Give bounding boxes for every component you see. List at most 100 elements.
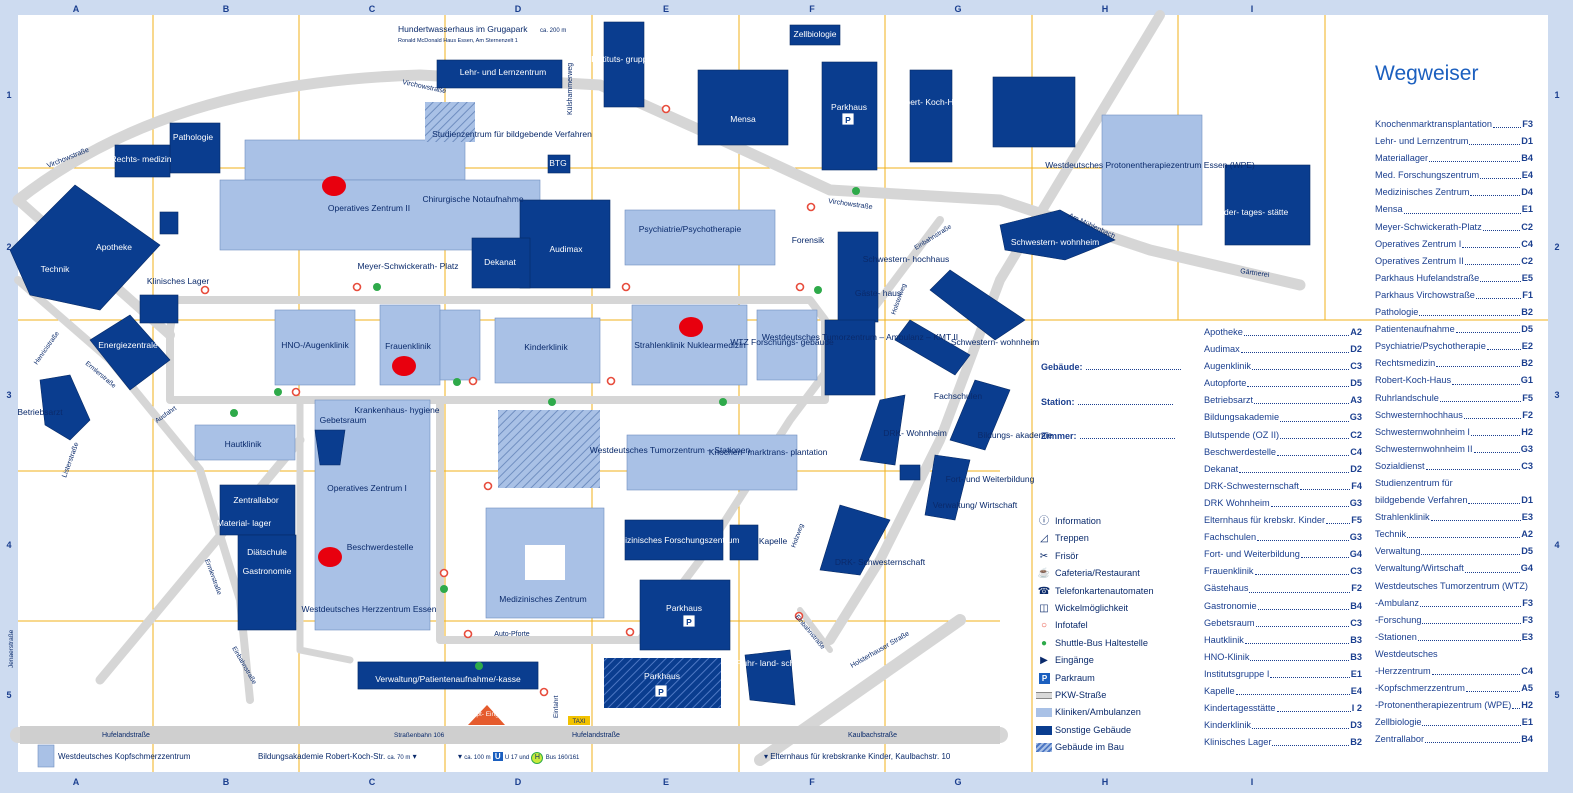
svg-text:Bildungs- akademie: Bildungs- akademie xyxy=(978,430,1053,440)
parking-icon xyxy=(654,684,668,698)
index-entry-name: Fort- und Weiterbildung xyxy=(1204,549,1300,560)
field-station: Station: xyxy=(1041,397,1173,407)
svg-text:Hufelandstraße: Hufelandstraße xyxy=(102,732,150,739)
leader-dots xyxy=(1254,392,1350,405)
legend-label: Shuttle-Bus Haltestelle xyxy=(1055,637,1148,648)
index-entry-name: Operatives Zentrum II xyxy=(1375,255,1464,266)
svg-text:Gastronomie: Gastronomie xyxy=(243,566,292,576)
index-entry-name: Verwaltung xyxy=(1375,546,1421,557)
leader-dots xyxy=(1270,666,1350,678)
svg-text:Parkhaus: Parkhaus xyxy=(666,603,702,613)
svg-text:Medizinisches Zentrum: Medizinisches Zentrum xyxy=(499,594,586,604)
svg-text:D: D xyxy=(515,4,522,14)
cafeteria-icon: ☕ xyxy=(1037,568,1051,580)
svg-text:Instituts- gruppe I: Instituts- gruppe I xyxy=(591,54,657,64)
svg-text:4: 4 xyxy=(1554,540,1559,550)
index-entry-name: Kinderklinik xyxy=(1204,720,1251,731)
leader-dots xyxy=(1422,612,1522,624)
stairs-icon: ◿ xyxy=(1040,533,1048,545)
index-entry-grid: C3 xyxy=(1350,566,1362,577)
svg-text:Strahlenklinik Nuklearmedizin: Strahlenklinik Nuklearmedizin xyxy=(634,340,746,350)
index-entry-grid: A5 xyxy=(1521,683,1533,694)
index-entry-name: Meyer-Schwickerath-Platz xyxy=(1375,221,1482,232)
field-zimmer: Zimmer: xyxy=(1041,431,1175,441)
phonecard-icon: ☎ xyxy=(1037,585,1051,597)
index-entry-name: Dekanat xyxy=(1204,463,1239,474)
index-entry-grid: D3 xyxy=(1350,720,1362,731)
svg-text:5: 5 xyxy=(1554,690,1559,700)
leader-dots xyxy=(1452,372,1520,385)
index-entry-name: -Protonentherapiezentrum (WPE) xyxy=(1375,700,1512,711)
svg-text:E: E xyxy=(663,4,669,14)
index-entry-grid: G1 xyxy=(1520,375,1533,386)
leader-dots xyxy=(1255,615,1350,627)
index-entry-grid: C2 xyxy=(1521,221,1533,232)
index-entry-name: HNO-Klinik xyxy=(1204,651,1250,662)
index-title: Wegweiser xyxy=(1375,62,1479,85)
index-entry: Kinderklinik D3 xyxy=(1204,717,1362,734)
svg-text:Schwestern- hochhaus: Schwestern- hochhaus xyxy=(863,254,949,264)
svg-text:Parkhaus: Parkhaus xyxy=(831,102,867,112)
index-entry-grid: C4 xyxy=(1521,238,1533,249)
index-entry-grid: A2 xyxy=(1521,529,1533,540)
legend-item: Gebäude im Bau xyxy=(1035,739,1154,756)
index-entry-name: Beschwerdestelle xyxy=(1204,446,1277,457)
svg-text:BTG: BTG xyxy=(549,158,566,168)
legend-label: Telefonkartenautomaten xyxy=(1055,585,1154,596)
index-entry-grid: G4 xyxy=(1520,563,1533,574)
svg-text:ca. 200 m: ca. 200 m xyxy=(540,28,566,34)
top-caption: Hundertwasserhaus im Grugapark xyxy=(398,24,528,34)
shuttle-bus-stop-icon: ● xyxy=(1040,637,1048,649)
leader-dots xyxy=(1463,407,1522,419)
svg-text:Material- lager: Material- lager xyxy=(217,518,271,528)
index-entry-grid: C4 xyxy=(1521,666,1533,676)
leader-dots xyxy=(1257,598,1350,610)
index-entry-grid: E1 xyxy=(1350,668,1362,679)
svg-text:I: I xyxy=(1251,4,1254,14)
index-entry-name: Parkhaus Virchowstraße xyxy=(1375,289,1475,300)
other-building-swatch-icon xyxy=(1035,725,1053,735)
index-entry-name: Gästehaus xyxy=(1204,583,1249,594)
leader-dots xyxy=(1247,375,1350,388)
index-entry-name: Bildungsakademie xyxy=(1204,412,1280,423)
index-entry-name: Gebetsraum xyxy=(1204,617,1255,628)
index-entry-name: Sozialdienst xyxy=(1375,460,1425,471)
svg-text:Operatives Zentrum II: Operatives Zentrum II xyxy=(328,203,410,213)
leader-dots xyxy=(1270,495,1349,508)
svg-text:H: H xyxy=(1102,4,1109,14)
leader-dots xyxy=(1462,236,1521,248)
svg-text:Schwestern- wohnheim: Schwestern- wohnheim xyxy=(951,337,1039,347)
svg-text:Technik: Technik xyxy=(41,264,71,274)
index-entry-grid: F3 xyxy=(1522,597,1533,608)
index-entry-grid: D5 xyxy=(1521,546,1533,557)
leader-dots xyxy=(1436,355,1521,368)
index-entry-grid: B3 xyxy=(1350,634,1362,645)
svg-text:Fort- und Weiterbildung: Fort- und Weiterbildung xyxy=(946,474,1035,484)
index-entry-name: -Forschung xyxy=(1375,614,1422,625)
index-entry-grid: D1 xyxy=(1521,495,1533,506)
bus-icon: H xyxy=(531,752,544,764)
index-entry-name: Materiallager xyxy=(1375,153,1429,164)
svg-text:B: B xyxy=(223,4,230,14)
svg-text:Betriebsarzt: Betriebsarzt xyxy=(17,407,63,417)
index-entry-grid: E3 xyxy=(1521,512,1533,523)
svg-text:Gäste- haus: Gäste- haus xyxy=(855,288,901,298)
index-entry-grid: D4 xyxy=(1521,187,1533,198)
svg-text:Jenaerstraße: Jenaerstraße xyxy=(8,629,15,668)
index-entry-name: Rechtsmedizin xyxy=(1375,358,1436,369)
index-entry-grid: F1 xyxy=(1522,289,1533,300)
leader-dots xyxy=(1464,560,1520,573)
information-icon: ⓘ xyxy=(1039,516,1049,527)
